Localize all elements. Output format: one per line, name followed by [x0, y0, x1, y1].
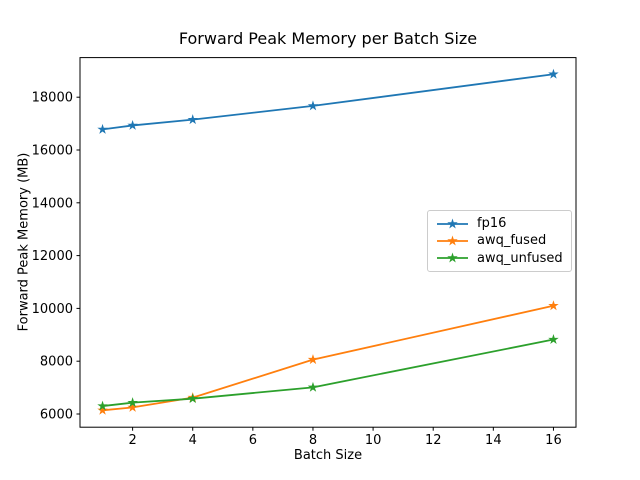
x-tick-label: 10	[365, 433, 382, 448]
y-axis-ticks: 6000 8000 10000 12000 14000 16000 18000	[32, 91, 80, 423]
x-tick-label: 6	[249, 433, 257, 448]
series-line-fp16	[101, 73, 555, 131]
y-tick-label: 10000	[32, 302, 73, 317]
y-tick-label: 18000	[32, 91, 73, 106]
y-tick-label: 6000	[40, 408, 73, 423]
legend-marker-awq_unfused	[437, 252, 468, 263]
legend-label-awq_fused: awq_fused	[477, 233, 547, 249]
series-fp16	[97, 68, 559, 134]
chart-title: Forward Peak Memory per Batch Size	[178, 29, 478, 48]
data-point-awq_unfused-x2	[127, 397, 138, 408]
series-awq_fused	[97, 300, 559, 415]
data-point-awq_unfused-x4	[187, 393, 198, 404]
x-axis-label: Batch Size	[293, 448, 363, 463]
legend-item-awq_unfused: awq_unfused	[436, 250, 563, 267]
legend-marker-awq_fused	[437, 235, 468, 246]
legend-item-awq_fused: awq_fused	[436, 232, 563, 249]
x-tick-label: 4	[189, 433, 197, 448]
x-tick-label: 12	[425, 433, 442, 448]
x-tick-label: 14	[485, 433, 502, 448]
data-point-awq_fused-x1	[97, 404, 108, 415]
y-tick-label: 16000	[32, 144, 73, 159]
data-point-awq_unfused-x1	[97, 400, 108, 411]
x-axis-ticks: 2 4 6 8 10 12 14 16	[128, 427, 562, 448]
data-point-awq_unfused-x16	[548, 334, 559, 344]
data-point-fp16-x4	[187, 114, 198, 125]
x-tick-label: 16	[545, 433, 562, 448]
x-tick-label: 2	[128, 433, 136, 448]
y-axis-label: Forward Peak Memory (MB)	[16, 152, 32, 332]
axes-spines	[79, 57, 577, 428]
data-point-awq_fused-x2	[127, 401, 138, 412]
legend-label-awq_unfused: awq_unfused	[477, 250, 563, 266]
series-awq_unfused	[97, 334, 559, 411]
data-point-fp16-x16	[548, 68, 559, 79]
series-line-awq_fused	[101, 304, 555, 412]
data-point-awq_fused-x8	[307, 354, 319, 365]
series-line-awq_unfused	[101, 338, 555, 407]
data-point-fp16-x8	[307, 100, 319, 111]
data-point-awq_fused-x16	[548, 300, 559, 311]
legend-item-fp16: fp16	[436, 215, 563, 232]
legend-marker-fp16	[437, 218, 468, 229]
y-tick-label: 14000	[32, 196, 73, 211]
x-tick-label: 8	[309, 433, 317, 448]
data-point-fp16-x2	[127, 119, 138, 130]
data-point-fp16-x1	[97, 123, 108, 134]
legend-label-fp16: fp16	[477, 216, 507, 232]
data-point-awq_unfused-x8	[307, 381, 319, 392]
y-tick-label: 12000	[32, 249, 73, 264]
y-tick-label: 8000	[40, 355, 73, 370]
